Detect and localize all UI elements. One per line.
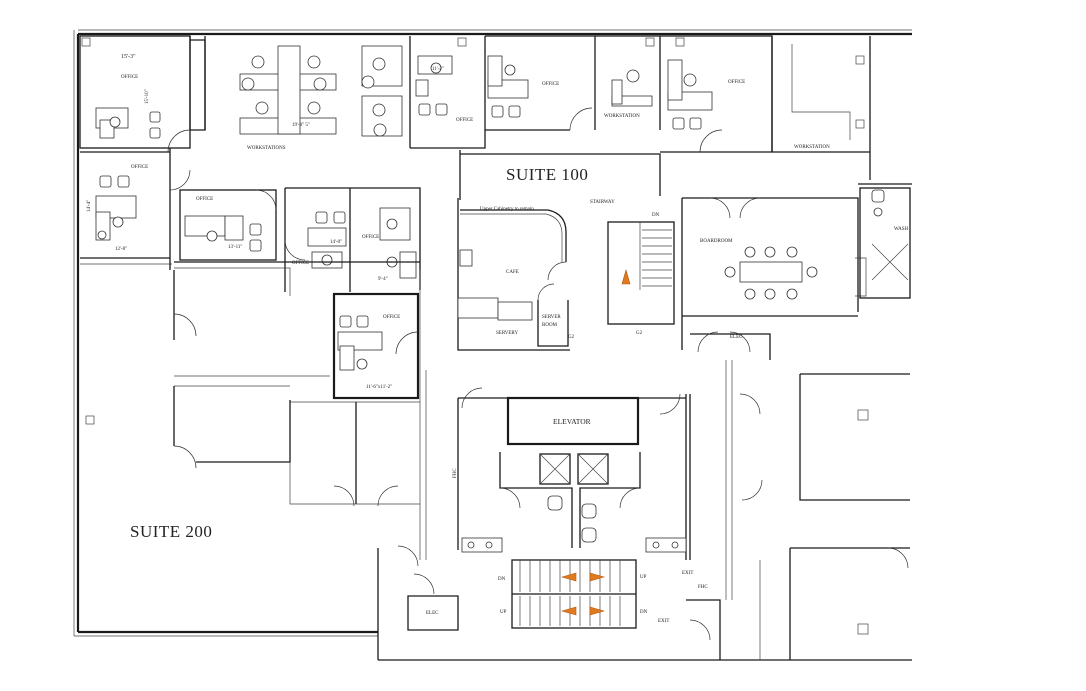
east-wing — [689, 373, 910, 660]
room-label-office: OFFICE — [196, 197, 213, 202]
room-label-office: OFFICE — [456, 118, 473, 123]
dim-label: 14'-0" — [330, 240, 342, 245]
room-label-server: SERVER — [542, 315, 561, 320]
building-shell — [73, 29, 912, 661]
exit-label: EXIT — [658, 619, 669, 624]
room-label-elec: ELEC — [730, 335, 743, 340]
room-label-office: OFFICE — [362, 235, 379, 240]
dim-label: 15'-10" — [145, 89, 150, 104]
room-label-office: OFFICE — [728, 80, 745, 85]
workstations-area — [204, 36, 411, 148]
dim-label: 13'-11" — [228, 245, 242, 250]
room-label-workstations: WORKSTATIONS — [247, 146, 286, 151]
room-label-office: OFFICE — [292, 261, 309, 266]
room-label-workstation: WORKSTATION — [604, 114, 640, 119]
room-label-office: OFFICE — [131, 165, 148, 170]
stair-arrow — [560, 572, 577, 582]
room-label-wash: WASH — [894, 227, 909, 232]
fhc-label: FHC — [453, 468, 458, 478]
central-core — [407, 387, 721, 660]
room-label-elevator: ELEVATOR — [553, 417, 591, 426]
dim-label: 15'-3" — [121, 54, 136, 60]
room-label-office: OFFICE — [383, 315, 400, 320]
suite-label: SUITE 200 — [130, 522, 212, 541]
dim-label: 19'-8" 5" — [292, 123, 310, 128]
stair-treads — [642, 229, 672, 287]
room-label-workstation: WORKSTATION — [794, 145, 830, 150]
room-label-servery: SERVERY — [496, 331, 518, 336]
stair-label-g2: G2 — [568, 335, 575, 340]
room-label-boardroom: BOARDROOM — [700, 239, 733, 244]
stair-treads-core — [519, 560, 621, 626]
dim-label: 9'-4" — [378, 277, 388, 282]
stair-label-dn: DN — [652, 213, 660, 218]
office-row-top — [410, 35, 871, 180]
stair-label-g2: G2 — [636, 331, 643, 336]
dim-label: 11'-6"x11'-2" — [366, 385, 392, 390]
office-near-lobby — [332, 292, 420, 400]
dim-label: 12'-8" — [115, 247, 127, 252]
suite-label: SUITE 100 — [506, 165, 588, 184]
stairway-suite-100 — [459, 150, 675, 325]
suite-200-area — [85, 270, 427, 567]
exit-label: EXIT — [682, 571, 693, 576]
stair-label: UP — [640, 575, 647, 580]
room-label-cafe: CAFE — [506, 270, 519, 275]
stair-label: DN — [498, 577, 506, 582]
room-label-server: ROOM — [542, 323, 558, 328]
dim-label: 14'-4" — [87, 200, 92, 212]
room-label-stairway: STAIRWAY — [590, 200, 615, 205]
stair-arrow — [589, 606, 606, 616]
room-label-elec: ELEC — [426, 611, 439, 616]
stair-up-arrow — [621, 268, 631, 285]
stair-label: DN — [640, 610, 648, 615]
office-block-middle — [169, 148, 421, 340]
boardroom — [681, 183, 912, 350]
column-markers — [81, 37, 865, 129]
fhc-label: FHC — [698, 585, 708, 590]
office-wing-left — [79, 35, 206, 265]
room-label-office: OFFICE — [121, 75, 138, 80]
stair-arrow — [560, 606, 577, 616]
elec-room-right — [690, 331, 771, 600]
room-label-office: OFFICE — [542, 82, 559, 87]
cafe-area — [457, 198, 570, 351]
cafe-note: Upper Cabinetry to remain — [480, 207, 534, 212]
dim-label: 11'-2" — [432, 67, 444, 72]
stair-arrow — [589, 572, 606, 582]
stair-label: UP — [500, 610, 507, 615]
